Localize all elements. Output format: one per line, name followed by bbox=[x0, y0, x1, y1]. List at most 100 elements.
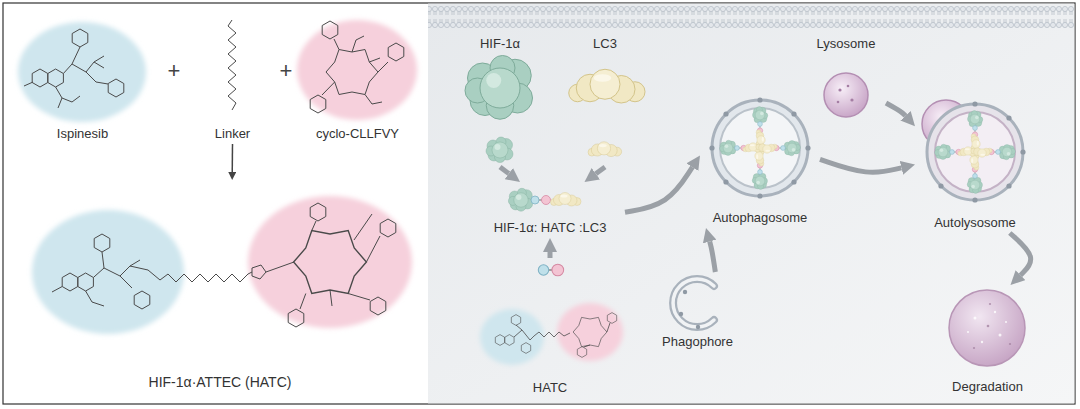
hatc-molecule-part bbox=[495, 335, 504, 346]
hif1a-protein bbox=[465, 56, 533, 163]
node-text: Linker bbox=[215, 126, 250, 142]
hatc-structure bbox=[32, 196, 412, 334]
lysosome-vesicle-part bbox=[824, 73, 868, 117]
cell-panel bbox=[428, 4, 1074, 404]
autophagosome-vesicle-part bbox=[756, 141, 801, 156]
node-text: Autolysosome bbox=[934, 215, 1016, 231]
organelle-label: Degradation bbox=[930, 285, 1045, 397]
autophagosome-vesicle-part bbox=[757, 97, 762, 102]
cyclopeptide-structure-part bbox=[297, 20, 417, 120]
node-text: HIF-1α bbox=[480, 36, 520, 52]
hatc-molecule-part bbox=[577, 347, 586, 358]
linker-chain bbox=[228, 20, 236, 110]
hatc-structure-part bbox=[52, 252, 160, 306]
autophagosome-vesicle-part bbox=[723, 179, 728, 184]
degradation-vesicle-part bbox=[967, 331, 969, 333]
linker-label: Linker bbox=[195, 16, 270, 144]
hatc-molecule-part bbox=[538, 264, 563, 276]
degradation-vesicle-part bbox=[1009, 343, 1011, 345]
molecule-label: HATC bbox=[480, 258, 620, 398]
phagophore-membrane-part bbox=[679, 312, 683, 316]
degradation-vesicle-part bbox=[994, 311, 996, 313]
hatc-molecule-part bbox=[521, 343, 530, 354]
node-text: HATC bbox=[533, 380, 567, 396]
ispinesib-structure-part bbox=[18, 22, 146, 122]
phagophore-membrane-part bbox=[696, 325, 700, 329]
plus-sign: + bbox=[274, 58, 298, 84]
drug-label: Ispinesib bbox=[20, 16, 145, 144]
arrow-connector bbox=[886, 103, 906, 116]
phagophore-membrane bbox=[673, 279, 714, 329]
lc3-protein-part bbox=[569, 69, 645, 103]
hatc-structure-part bbox=[300, 214, 380, 309]
membrane bbox=[428, 6, 1074, 28]
autophagosome-vesicle-part bbox=[757, 193, 762, 198]
autolysosome-vesicle-part bbox=[1020, 149, 1025, 154]
degradation-vesicle-part bbox=[1005, 321, 1007, 323]
hatc-structure-part bbox=[310, 203, 326, 221]
arrow-connector bbox=[1010, 233, 1031, 275]
autophagosome-vesicle bbox=[709, 97, 810, 198]
hatc-molecule-part bbox=[607, 313, 616, 324]
hatc-molecule-part bbox=[514, 325, 534, 340]
peptide-label: cyclo-CLLFVY bbox=[295, 16, 420, 144]
hatc-molecule-part bbox=[557, 303, 623, 361]
hatc-structure-part bbox=[380, 219, 396, 237]
ternary-complex bbox=[508, 188, 581, 211]
autolysosome-vesicle-part bbox=[938, 183, 943, 188]
autophagosome-vesicle-part bbox=[805, 145, 810, 150]
autophagosome-vesicle-part bbox=[791, 111, 796, 116]
ternary-complex-part bbox=[531, 196, 551, 205]
ispinesib-structure bbox=[18, 22, 146, 122]
cyclopeptide-structure bbox=[297, 20, 417, 120]
autolysosome-vesicle-part bbox=[971, 145, 1016, 160]
arrow-connector bbox=[710, 242, 716, 272]
phagophore-membrane-part bbox=[673, 279, 714, 327]
hatc-molecule-part bbox=[573, 317, 607, 346]
ternary-complex-part bbox=[508, 188, 532, 211]
plus-sign: + bbox=[162, 58, 186, 84]
phagophore-membrane-part bbox=[683, 290, 687, 294]
complex-label: HIF-1α: HATC :LC3 bbox=[475, 182, 625, 238]
hatc-structure-part bbox=[78, 273, 94, 291]
ispinesib-structure-part bbox=[24, 47, 108, 108]
hatc-structure-part bbox=[248, 196, 412, 328]
hatc-molecule bbox=[480, 264, 623, 365]
arrow-connector bbox=[231, 144, 233, 172]
hatc-structure-part bbox=[94, 234, 110, 252]
lc3-protein bbox=[569, 69, 645, 156]
arrow-connector bbox=[500, 167, 509, 174]
hatc-structure-part bbox=[134, 291, 150, 309]
cyclopeptide-structure-part bbox=[310, 95, 326, 113]
autolysosome-vesicle bbox=[922, 100, 1026, 203]
lysosome-vesicle-part bbox=[847, 85, 850, 88]
frame bbox=[3, 3, 1075, 404]
node-text: Autophagosome bbox=[713, 210, 808, 226]
hatc-structure-part bbox=[294, 231, 367, 294]
chimera-label: HIF-1α·ATTEC (HATC) bbox=[30, 180, 410, 392]
hatc-structure-part bbox=[32, 210, 184, 334]
arrow-connector bbox=[820, 159, 901, 172]
hatc-molecule-part bbox=[534, 332, 570, 337]
autolysosome-vesicle-part bbox=[927, 104, 1023, 200]
hatc-structure-part bbox=[370, 297, 386, 315]
ispinesib-structure-part bbox=[72, 29, 88, 47]
lysosome-vesicle-part bbox=[838, 88, 841, 91]
cyclopeptide-structure-part bbox=[326, 50, 378, 95]
hatc-structure-part bbox=[266, 262, 294, 272]
degradation-vesicle-part bbox=[949, 290, 1025, 366]
ispinesib-structure-part bbox=[48, 69, 64, 87]
hatc-molecule-part bbox=[480, 309, 544, 365]
node-text: Ispinesib bbox=[57, 126, 108, 142]
hatc-structure-part bbox=[62, 273, 78, 291]
degradation-vesicle-part bbox=[987, 325, 990, 328]
autolysosome-vesicle-part bbox=[1006, 115, 1011, 120]
node-text: HIF-1α: HATC :LC3 bbox=[494, 220, 607, 236]
phagophore-membrane-part bbox=[673, 279, 714, 327]
node-text: Lysosome bbox=[817, 36, 876, 52]
protein-label: HIF-1α bbox=[460, 34, 540, 167]
arrow-connector bbox=[596, 167, 605, 174]
